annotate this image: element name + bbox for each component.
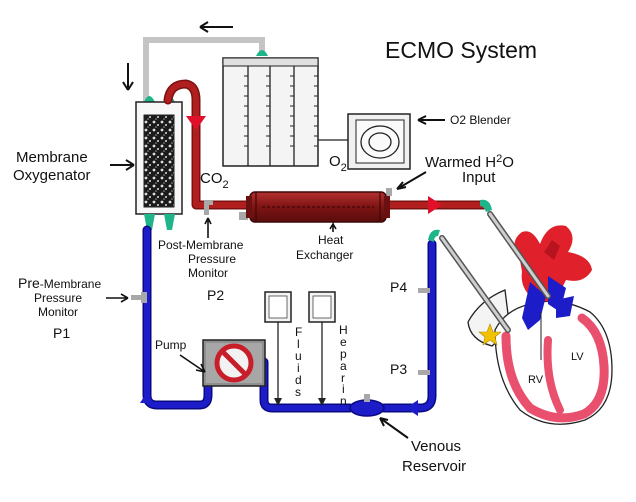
venous-cannula bbox=[439, 235, 511, 333]
co2-label: CO2 bbox=[200, 170, 229, 191]
venous-flow-arrow-left-icon bbox=[406, 400, 418, 416]
svg-text:l: l bbox=[297, 337, 300, 351]
arterial-cannula bbox=[487, 211, 551, 299]
venous-flow-arrow-icon bbox=[140, 392, 154, 403]
input-label: Input bbox=[462, 169, 496, 186]
rv-label: RV bbox=[528, 374, 544, 386]
svg-text:i: i bbox=[297, 361, 300, 375]
arrow-down-icon bbox=[122, 63, 134, 91]
o2-blender-label: O2 Blender bbox=[450, 113, 511, 127]
svg-text:r: r bbox=[341, 371, 345, 385]
svg-text:i: i bbox=[342, 382, 345, 396]
membrane-oxygenator-label: Membrane Oxygenator bbox=[13, 149, 92, 184]
heat-exchanger-label: Heat Exchanger bbox=[296, 233, 353, 262]
warmed-h2o-pointer bbox=[396, 171, 427, 190]
heparin-bag bbox=[308, 291, 336, 406]
arterial-flow-arrow-right-icon bbox=[428, 196, 442, 214]
post-membrane-pointer bbox=[204, 217, 212, 238]
svg-text:a: a bbox=[340, 359, 347, 373]
post-membrane-port bbox=[204, 200, 213, 215]
venous-reservoir-label: Venous Reservoir bbox=[402, 438, 466, 475]
oxygenator-pointer bbox=[110, 159, 135, 171]
pump-pointer bbox=[179, 354, 206, 373]
venous-connector bbox=[428, 229, 440, 242]
warmed-h2o-label: Warmed H2O bbox=[425, 153, 514, 171]
pump-label: Pump bbox=[155, 338, 187, 352]
diagram-title: ECMO System bbox=[385, 37, 537, 63]
membrane-oxygenator bbox=[135, 96, 183, 230]
o2-blender-pointer bbox=[417, 115, 445, 125]
heat-exchanger-pointer bbox=[329, 221, 337, 232]
post-membrane-label: Post-Membrane Pressure Monitor bbox=[158, 238, 247, 280]
heparin-label: H e p a r i n bbox=[339, 323, 348, 408]
pressure-ports bbox=[131, 288, 430, 375]
fluids-bag bbox=[264, 291, 292, 406]
venous-reservoir bbox=[349, 394, 385, 417]
pre-membrane-pointer bbox=[106, 293, 129, 303]
svg-text:d: d bbox=[295, 373, 302, 387]
pre-membrane-label: Pre-Membrane Pressure Monitor bbox=[18, 275, 105, 319]
arrow-left-icon bbox=[199, 21, 233, 33]
star-icon bbox=[478, 323, 502, 346]
gas-line bbox=[143, 37, 265, 128]
fluids-label: F l u i d s bbox=[295, 325, 302, 399]
p1-label: P1 bbox=[53, 325, 70, 341]
svg-text:n: n bbox=[340, 394, 347, 408]
lv-label: LV bbox=[571, 351, 584, 363]
arterial-flow-arrow-icon bbox=[186, 116, 206, 130]
heart-illustration bbox=[467, 225, 613, 425]
p2-label: P2 bbox=[207, 287, 224, 303]
o2-label: O2 bbox=[329, 153, 347, 174]
arterial-connector bbox=[480, 199, 492, 212]
p3-label: P3 bbox=[390, 361, 407, 377]
svg-text:F: F bbox=[295, 325, 302, 339]
svg-text:s: s bbox=[295, 385, 301, 399]
svg-text:H: H bbox=[339, 323, 348, 337]
svg-text:u: u bbox=[295, 349, 302, 363]
svg-text:p: p bbox=[340, 347, 347, 361]
o2-blender-device bbox=[318, 113, 411, 170]
venous-reservoir-pointer bbox=[379, 417, 409, 439]
heat-exchanger bbox=[246, 191, 390, 223]
pump bbox=[202, 339, 266, 387]
p4-label: P4 bbox=[390, 279, 407, 295]
heat-exchanger-port bbox=[239, 188, 392, 220]
svg-text:e: e bbox=[340, 335, 347, 349]
gas-cylinder-bank bbox=[222, 50, 319, 167]
